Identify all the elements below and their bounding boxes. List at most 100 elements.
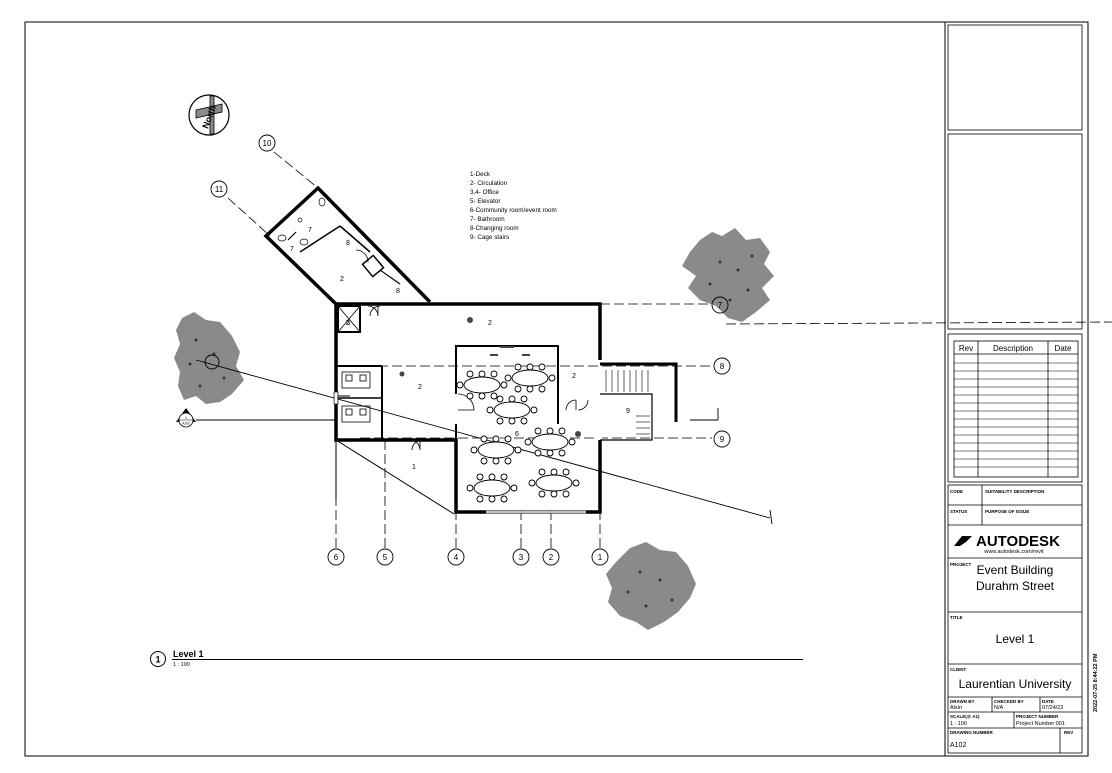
room-tag: 9: [626, 408, 630, 415]
brand-name: AUTODESK: [976, 533, 1060, 550]
grid-bubble: 2: [542, 548, 560, 566]
date-label: DATE: [1042, 699, 1054, 704]
office-desks: [341, 371, 371, 423]
room-legend: 1-Deck 2- Circulation 3,4- Office 5- Ele…: [470, 171, 557, 241]
legend-item: 6-Community room/event room: [470, 207, 557, 214]
print-timestamp: 2022-07-25 8:44:22 PM: [1093, 653, 1099, 712]
grid-bubble: 6: [327, 548, 345, 566]
project-number-value: Project Number:001: [1016, 721, 1065, 727]
title-block-labels: CODE SUITABILITY DESCRIPTION STATUS PURP…: [950, 489, 1073, 735]
room-tag: 2: [418, 384, 422, 391]
checked-by-value: N/A: [994, 705, 1004, 711]
drawn-by-label: DRAWN BY: [950, 699, 975, 704]
room-tag: 8: [396, 288, 400, 295]
svg-text:8: 8: [720, 362, 725, 371]
grid-bubble: 4: [447, 548, 465, 566]
legend-item: 3,4- Office: [470, 189, 499, 196]
section-marker: 1 A102: [176, 408, 196, 428]
project-name-line2: Durahm Street: [976, 579, 1055, 593]
autodesk-logo-icon: [954, 536, 972, 546]
room-tag: 2: [488, 320, 492, 327]
svg-text:A102: A102: [182, 422, 190, 426]
svg-text:Date: Date: [1055, 344, 1072, 353]
title-block-values: Alsin N/A 07/24/22 1 : 100 Project Numbe…: [950, 705, 1065, 749]
title-block: [947, 24, 1083, 754]
code-label: CODE: [950, 489, 963, 494]
room-tag: 2: [346, 320, 350, 327]
rev-label: REV: [1064, 730, 1073, 735]
svg-text:1: 1: [598, 553, 603, 562]
grid-lines: [227, 151, 1112, 548]
tree-north-east: [682, 228, 774, 322]
grid-bubble: 8: [713, 357, 731, 375]
svg-text:11: 11: [215, 185, 224, 194]
revision-table-headers: Rev Description Date: [959, 344, 1072, 353]
client-name: Laurentian University: [959, 677, 1072, 691]
svg-text:9: 9: [720, 435, 725, 444]
svg-text:Description: Description: [993, 344, 1033, 353]
grid-bubble: 9: [713, 430, 731, 448]
brand-url: www.autodesk.com/revit: [983, 549, 1044, 555]
code-value: SUITABILITY DESCRIPTION: [985, 489, 1044, 494]
drawing-number-label: DRAWING NUMBER: [950, 730, 993, 735]
project-label: PROJECT: [950, 562, 972, 567]
view-scale: 1 : 100: [173, 662, 190, 668]
grid-bubble: 10: [258, 134, 276, 152]
event-tables: [456, 363, 580, 503]
grid-bubbles: 1 2 3 4 5 6 7 8 9 10 11: [210, 134, 731, 566]
grid-bubble: 3: [512, 548, 530, 566]
north-arrow: North: [188, 94, 230, 136]
scale-label: SCALE(@ A1): [950, 714, 980, 719]
room-tag: 7: [308, 227, 312, 234]
legend-item: 8-Changing room: [470, 225, 519, 232]
room-tag: 2: [340, 276, 344, 283]
room-tag: 5: [346, 320, 350, 327]
room-tag: 6: [515, 431, 519, 438]
drawing-number-value: A102: [950, 742, 966, 749]
grid-bubble: 1: [591, 548, 609, 566]
svg-text:7: 7: [718, 301, 723, 310]
checked-by-label: CHECKED BY: [994, 699, 1024, 704]
date-value: 07/24/22: [1042, 705, 1063, 711]
legend-item: 9- Cage stairs: [470, 234, 509, 241]
client-label: CLIENT: [950, 667, 967, 672]
project-number-label: PROJECT NUMBER: [1016, 714, 1059, 719]
svg-text:3: 3: [519, 553, 524, 562]
view-name: Level 1: [173, 649, 204, 659]
svg-text:4: 4: [454, 553, 459, 562]
legend-item: 5- Elevator: [470, 198, 500, 205]
grid-bubble: 5: [376, 548, 394, 566]
grid-bubble: 7: [711, 296, 729, 314]
status-value: PURPOSE OF ISSUE: [985, 509, 1029, 514]
room-tags: 1 2 2 2 2 2 5 6 7 7 8 8 9: [290, 227, 630, 471]
building-walls: [263, 185, 678, 515]
scale-value: 1 : 100: [950, 721, 967, 727]
legend-item: 2- Circulation: [470, 180, 508, 187]
grid-bubble: 11: [210, 180, 228, 198]
view-number: 1: [155, 655, 160, 665]
project-name-line1: Event Building: [977, 563, 1054, 577]
room-tag: 1: [412, 464, 416, 471]
room-tag: 7: [290, 246, 294, 253]
room-tag: 2: [572, 373, 576, 380]
svg-text:Rev: Rev: [959, 344, 973, 353]
view-title: 1 Level 1 1 : 100: [150, 649, 803, 668]
svg-text:5: 5: [383, 553, 388, 562]
status-label: STATUS: [950, 509, 967, 514]
svg-text:2: 2: [549, 553, 554, 562]
svg-text:1: 1: [185, 416, 187, 420]
bathroom-fixtures: [277, 197, 326, 246]
tree-west: [174, 312, 244, 404]
svg-text:10: 10: [263, 139, 272, 148]
svg-text:6: 6: [334, 553, 339, 562]
sheet-border: [24, 21, 1089, 757]
title-label: TITLE: [950, 615, 963, 620]
drawn-by-value: Alsin: [950, 705, 962, 711]
legend-item: 1-Deck: [470, 171, 491, 178]
tree-south: [606, 542, 696, 630]
legend-item: 7- Bathroom: [470, 216, 505, 223]
planters: [399, 317, 581, 437]
room-tag: 8: [346, 240, 350, 247]
sheet-title: Level 1: [996, 632, 1035, 646]
